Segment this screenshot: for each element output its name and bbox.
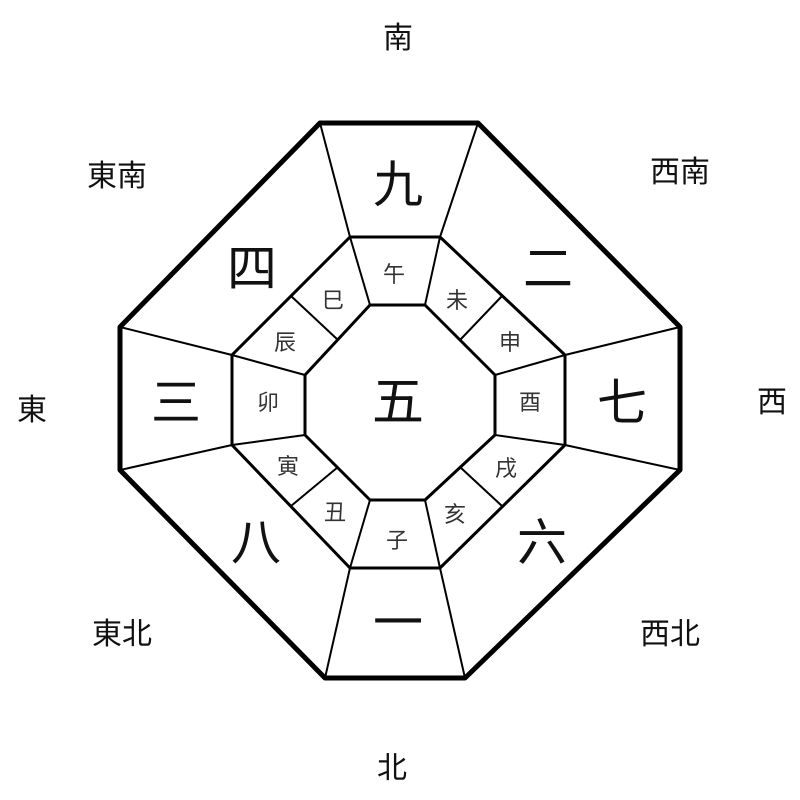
- num-east: 三: [151, 374, 201, 432]
- num-southeast: 四: [227, 240, 277, 298]
- branch-chou: 丑: [324, 501, 346, 526]
- branch-si: 巳: [322, 289, 344, 314]
- branch-yin: 寅: [277, 455, 299, 480]
- diagram-lines: [117, 120, 683, 681]
- branch-chen: 辰: [274, 331, 296, 356]
- num-center: 五: [372, 373, 424, 433]
- dir-east: 東: [17, 393, 47, 428]
- branch-zi: 子: [386, 529, 408, 554]
- num-west: 七: [597, 374, 647, 432]
- dir-southwest: 西南: [650, 155, 710, 190]
- num-south: 九: [373, 156, 423, 214]
- dir-northeast: 東北: [92, 617, 152, 652]
- branch-you: 酉: [519, 391, 541, 416]
- branch-labels: 午 未 申 酉 戌 亥 子 丑 寅 卯 辰 巳: [257, 263, 541, 554]
- dir-south: 南: [383, 21, 413, 56]
- dir-north: 北: [377, 751, 407, 786]
- num-southwest: 二: [523, 240, 573, 298]
- dir-west: 西: [757, 385, 787, 420]
- branch-hai: 亥: [444, 503, 466, 528]
- direction-labels: 南 西南 西 西北 北 東北 東 東南: [17, 21, 787, 786]
- branch-xu: 戌: [495, 457, 517, 482]
- num-north: 一: [373, 594, 423, 652]
- branch-mao: 卯: [257, 391, 279, 416]
- dir-northwest: 西北: [640, 617, 700, 652]
- branch-wei: 未: [446, 289, 468, 314]
- num-northwest: 六: [517, 514, 567, 572]
- outer-numbers: 九 二 七 六 一 八 三 四: [151, 156, 647, 652]
- inner-radials: [231, 236, 566, 569]
- num-northeast: 八: [231, 514, 281, 572]
- dir-southeast: 東南: [87, 159, 147, 194]
- branch-shen: 申: [499, 331, 521, 356]
- branch-wu: 午: [383, 263, 405, 288]
- outer-radials: [119, 122, 681, 679]
